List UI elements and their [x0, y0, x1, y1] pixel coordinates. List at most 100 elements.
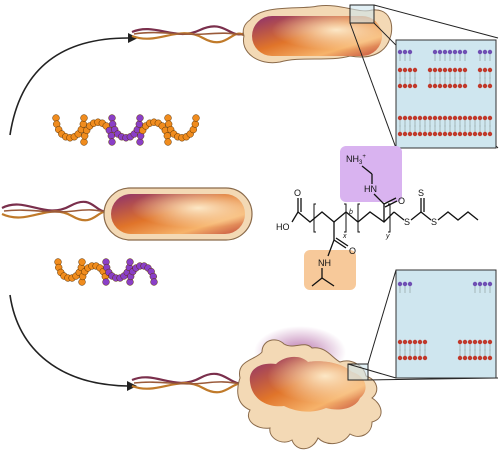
subscript-y: y: [385, 233, 390, 240]
arrow-bottom: [9, 294, 137, 391]
lipid-head: [417, 115, 423, 121]
lipid-head: [422, 355, 428, 361]
lipid-head: [407, 281, 413, 287]
polymer-bead: [80, 138, 88, 146]
lipid-head: [482, 67, 488, 73]
polymer-bead: [192, 114, 200, 122]
amide-nh-lower: NH: [318, 258, 331, 268]
lipid-head: [462, 339, 468, 345]
polymer-bead: [135, 120, 143, 128]
lipid-head: [402, 115, 408, 121]
lipid-head: [467, 355, 473, 361]
lipid-head: [457, 339, 463, 345]
isopropyl-group-highlight: [304, 250, 356, 290]
lipid-head: [407, 115, 413, 121]
lipid-head: [407, 67, 413, 73]
lipid-head: [407, 131, 413, 137]
flagella-bottom: [131, 372, 249, 394]
lipid-head: [437, 131, 443, 137]
polymer-bead: [102, 278, 110, 286]
lipid-head: [467, 115, 473, 121]
flagella-top: [131, 25, 246, 44]
lipid-head: [472, 355, 478, 361]
lipid-head: [477, 131, 483, 137]
lipid-head: [407, 355, 413, 361]
lipid-head: [487, 131, 493, 137]
lipid-head: [457, 67, 463, 73]
lipid-head: [442, 83, 448, 89]
zoom-box-top: [349, 4, 375, 24]
lipid-head: [482, 131, 488, 137]
lipid-head: [412, 131, 418, 137]
lipid-head: [397, 67, 403, 73]
lipid-head: [402, 281, 408, 287]
lipid-head: [442, 49, 448, 55]
lipid-head: [482, 115, 488, 121]
lipid-head: [482, 83, 488, 89]
lipid-head: [462, 355, 468, 361]
lipid-head: [432, 67, 438, 73]
lipid-head: [407, 83, 413, 89]
lipid-head: [397, 83, 403, 89]
lipid-head: [407, 339, 413, 345]
lipid-head: [447, 83, 453, 89]
polymer-bead: [136, 114, 144, 122]
polymer-bead: [164, 138, 172, 146]
lipid-head: [462, 131, 468, 137]
lipid-head: [452, 49, 458, 55]
lipid-head: [447, 131, 453, 137]
lipid-head: [412, 355, 418, 361]
lipid-head: [477, 49, 483, 55]
lipid-head: [462, 49, 468, 55]
lipid-head: [397, 281, 403, 287]
lipid-head: [482, 355, 488, 361]
lipid-head: [472, 131, 478, 137]
amide-hn-upper: HN: [364, 184, 377, 194]
lipid-head: [477, 339, 483, 345]
lipid-head: [487, 67, 493, 73]
subscript-x: x: [342, 233, 347, 240]
lipid-head: [467, 339, 473, 345]
lipid-head: [432, 49, 438, 55]
lipid-head: [442, 115, 448, 121]
lipid-head: [482, 49, 488, 55]
sulfur-2: S: [431, 217, 437, 227]
acid-oxygen: O: [294, 188, 301, 198]
lipid-head: [487, 281, 493, 287]
sulfur-1: S: [404, 217, 410, 227]
polymer-chain-2: [54, 258, 158, 286]
polymer-bead: [191, 120, 199, 128]
lipid-head: [447, 67, 453, 73]
lipid-head: [487, 115, 493, 121]
lipid-head: [452, 83, 458, 89]
subscript-b: b: [349, 209, 353, 216]
polymer-bead: [136, 138, 144, 146]
lipid-head: [462, 115, 468, 121]
amide-oxygen-lower: O: [349, 246, 356, 256]
lipid-head: [397, 355, 403, 361]
ammonium-label: NH3+: [346, 154, 366, 166]
lipid-head: [442, 67, 448, 73]
flagella-middle: [1, 200, 113, 222]
lipid-head: [477, 355, 483, 361]
lipid-head: [437, 67, 443, 73]
lipid-head: [427, 115, 433, 121]
lipid-head: [452, 115, 458, 121]
lipid-head: [452, 131, 458, 137]
lipid-head: [467, 131, 473, 137]
lipid-head: [472, 281, 478, 287]
lipid-head: [432, 83, 438, 89]
lipid-head: [477, 281, 483, 287]
lipid-head: [412, 339, 418, 345]
polymer-bead: [163, 132, 171, 140]
chemical-structure: O HO O NH O HN NH3+ x b y S S: [276, 146, 479, 290]
lipid-head: [442, 131, 448, 137]
lipid-head: [412, 83, 418, 89]
lipid-head: [432, 131, 438, 137]
polymer-bead: [150, 278, 158, 286]
lipid-head: [422, 115, 428, 121]
lipid-head: [417, 339, 423, 345]
lipid-head: [457, 131, 463, 137]
lipid-head: [457, 115, 463, 121]
